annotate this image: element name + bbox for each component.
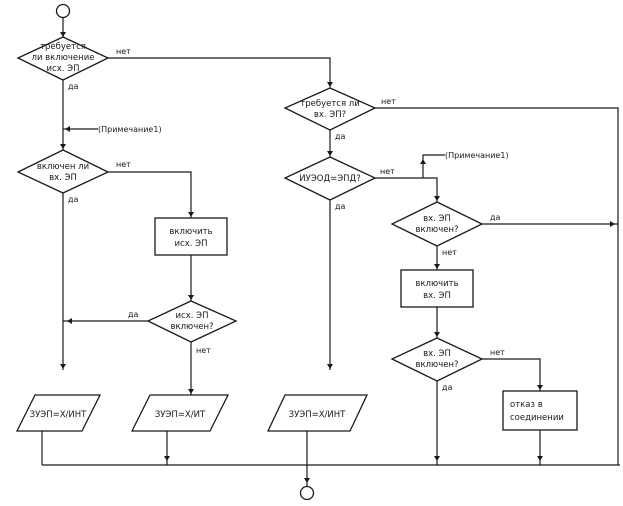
label-d7-yes: да [442,383,453,392]
connector-note2 [422,154,445,178]
arrow-icon [420,159,426,164]
connectors [41,18,620,487]
label-d6-yes: да [490,213,501,222]
arrow-icon [327,364,333,369]
svg-text:включить: включить [169,227,212,237]
label-d2-yes: да [68,195,79,204]
svg-text:ЗУЭП=X/ИНТ: ЗУЭП=X/ИНТ [289,410,347,420]
arrow-icon [304,478,310,483]
svg-text:исх. ЭП: исх. ЭП [176,311,209,321]
arrow-icon [434,264,440,269]
arrow-icon [164,456,170,461]
svg-text:вх. ЭП: вх. ЭП [423,214,451,224]
arrow-icon [327,151,333,156]
arrow-icon [434,196,440,201]
arrow-icon [67,318,72,324]
output-o2: ЗУЭП=X/ИТ [130,394,230,432]
arrow-icon [610,221,615,227]
end-circle [299,485,315,501]
svg-text:вх. ЭП?: вх. ЭП? [314,110,346,120]
label-d1-yes: да [68,82,79,91]
svg-text:включен?: включен? [415,225,458,235]
arrow-icon [537,385,543,390]
connector-d5-no [375,177,438,202]
connector-d2-no [108,171,192,218]
arrow-icon [60,32,66,37]
svg-text:ЗУЭП=X/ИНТ: ЗУЭП=X/ИНТ [30,410,88,420]
arrow-icon [327,82,333,87]
decision-d4: требуется ли вх. ЭП? [283,87,377,131]
arrow-icon [60,144,66,149]
svg-text:включен ли: включен ли [37,162,89,172]
arrowheads [60,32,615,483]
svg-text:вх. ЭП: вх. ЭП [49,173,77,183]
connector-d1-no [108,57,331,88]
svg-text:включен?: включен? [415,360,458,370]
label-d5-yes: да [335,202,346,211]
note-2: (Примечание1) [445,151,509,160]
label-d7-no: нет [490,348,505,357]
svg-text:отказ в: отказ в [510,400,543,410]
note-1: (Примечание1) [98,125,162,134]
arrow-icon [188,212,194,217]
output-o1: ЗУЭП=X/ИНТ [15,394,102,432]
svg-text:требуется ли: требуется ли [300,99,359,109]
svg-text:исх. ЭП: исх. ЭП [175,239,208,249]
connector-d7-no [482,358,541,391]
label-d4-yes: да [335,132,346,141]
decision-d6: вх. ЭП включен? [390,201,484,247]
svg-text:вх. ЭП: вх. ЭП [423,349,451,359]
svg-text:ИУЭОД=ЭПД?: ИУЭОД=ЭПД? [299,174,360,184]
label-d6-no: нет [442,248,457,257]
process-p3: отказ в соединении [502,390,578,431]
process-p2: включить вх. ЭП [400,269,474,308]
svg-text:вх. ЭП: вх. ЭП [423,291,451,301]
label-d3-yes: да [128,310,139,319]
svg-text:включить: включить [415,279,458,289]
svg-text:ЗУЭП=X/ИТ: ЗУЭП=X/ИТ [155,410,206,420]
svg-text:включен?: включен? [170,322,213,332]
decision-d5: ИУЭОД=ЭПД? [283,156,377,201]
connector-d4-no [375,107,619,465]
output-o3: ЗУЭП=X/ИНТ [266,394,369,432]
arrow-icon [188,389,194,394]
label-d4-no: нет [381,97,396,106]
svg-text:ли включение: ли включение [32,53,95,63]
svg-text:исх. ЭП: исх. ЭП [47,64,80,74]
process-p1: включить исх. ЭП [154,217,228,256]
label-d1-no: нет [116,47,131,56]
label-d3-no: нет [196,346,211,355]
label-d2-no: нет [116,160,131,169]
arrow-icon [188,295,194,300]
decision-d2: включен ли вх. ЭП [16,149,110,194]
start-circle [55,3,71,19]
decision-d3: исх. ЭП включен? [146,300,238,343]
label-d5-no: нет [380,167,395,176]
decision-d1: требуется ли включение исх. ЭП [16,36,110,81]
arrow-icon [65,126,70,132]
svg-text:соединении: соединении [510,413,564,423]
svg-text:требуется: требуется [40,42,86,52]
decision-d7: вх. ЭП включен? [390,337,484,382]
arrow-icon [537,456,543,461]
arrow-icon [434,332,440,337]
arrow-icon [434,456,440,461]
arrow-icon [60,364,66,369]
